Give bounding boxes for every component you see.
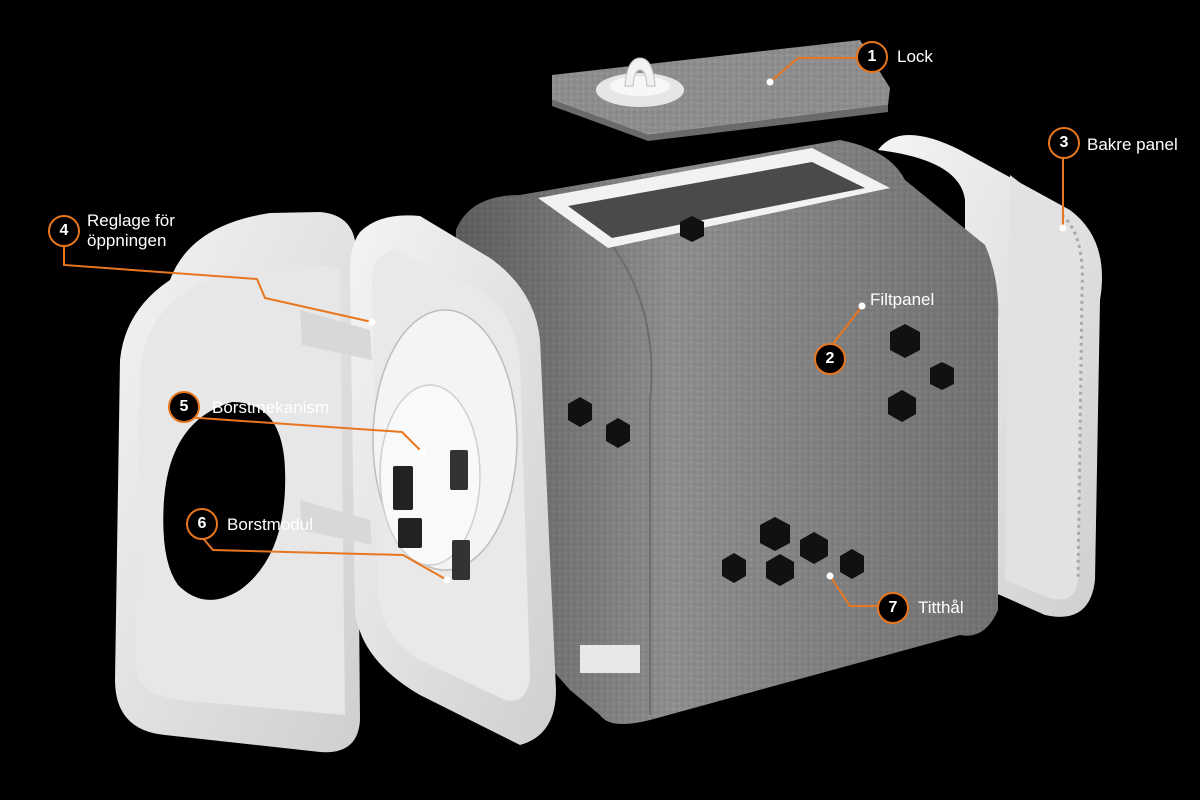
callout-label-lid: Lock [897, 47, 933, 66]
callout-label-opening-control: Reglage för öppningen [87, 211, 175, 251]
leader-lines [63, 57, 1064, 607]
felt-body-part [456, 140, 999, 724]
callout-label-peephole: Titthål [918, 598, 964, 617]
callout-badge-3: 3 [1048, 127, 1080, 159]
leader-dot-6 [443, 576, 451, 584]
callout-badge-4: 4 [48, 215, 80, 247]
callout-label-back-panel: Bakre panel [1087, 135, 1178, 154]
callout-badge-5: 5 [168, 391, 200, 423]
leader-dot-1 [766, 78, 774, 86]
leader-dot-4 [368, 318, 376, 326]
callout-label-brush-module: Borstmodul [227, 515, 313, 534]
leader-dot-5 [418, 448, 426, 456]
leader-line-2 [829, 305, 863, 349]
callout-label-brush-mechanism: Borstmekanism [212, 398, 330, 417]
callout-badge-2: 2 [814, 343, 846, 375]
callout-badge-1: 1 [856, 41, 888, 73]
leader-line-7 [829, 575, 878, 607]
callout-label-opening-control-line-1: Reglage för [87, 211, 175, 230]
leader-dots [368, 78, 1067, 584]
leader-line-5 [184, 416, 423, 453]
leader-dot-2 [858, 302, 866, 310]
leader-line-4 [63, 245, 373, 323]
leader-dot-3 [1059, 224, 1067, 232]
door-part [300, 215, 556, 746]
callout-badge-7: 7 [877, 592, 909, 624]
callout-badge-6: 6 [186, 508, 218, 540]
front-frame-part [115, 212, 360, 753]
leader-line-6 [201, 536, 448, 581]
leader-line-1 [769, 57, 856, 83]
leader-dot-7 [826, 572, 834, 580]
lid-part [552, 40, 890, 141]
callout-label-opening-control-line-2: öppningen [87, 231, 167, 250]
callout-label-felt-panel: Filtpanel [870, 290, 935, 309]
